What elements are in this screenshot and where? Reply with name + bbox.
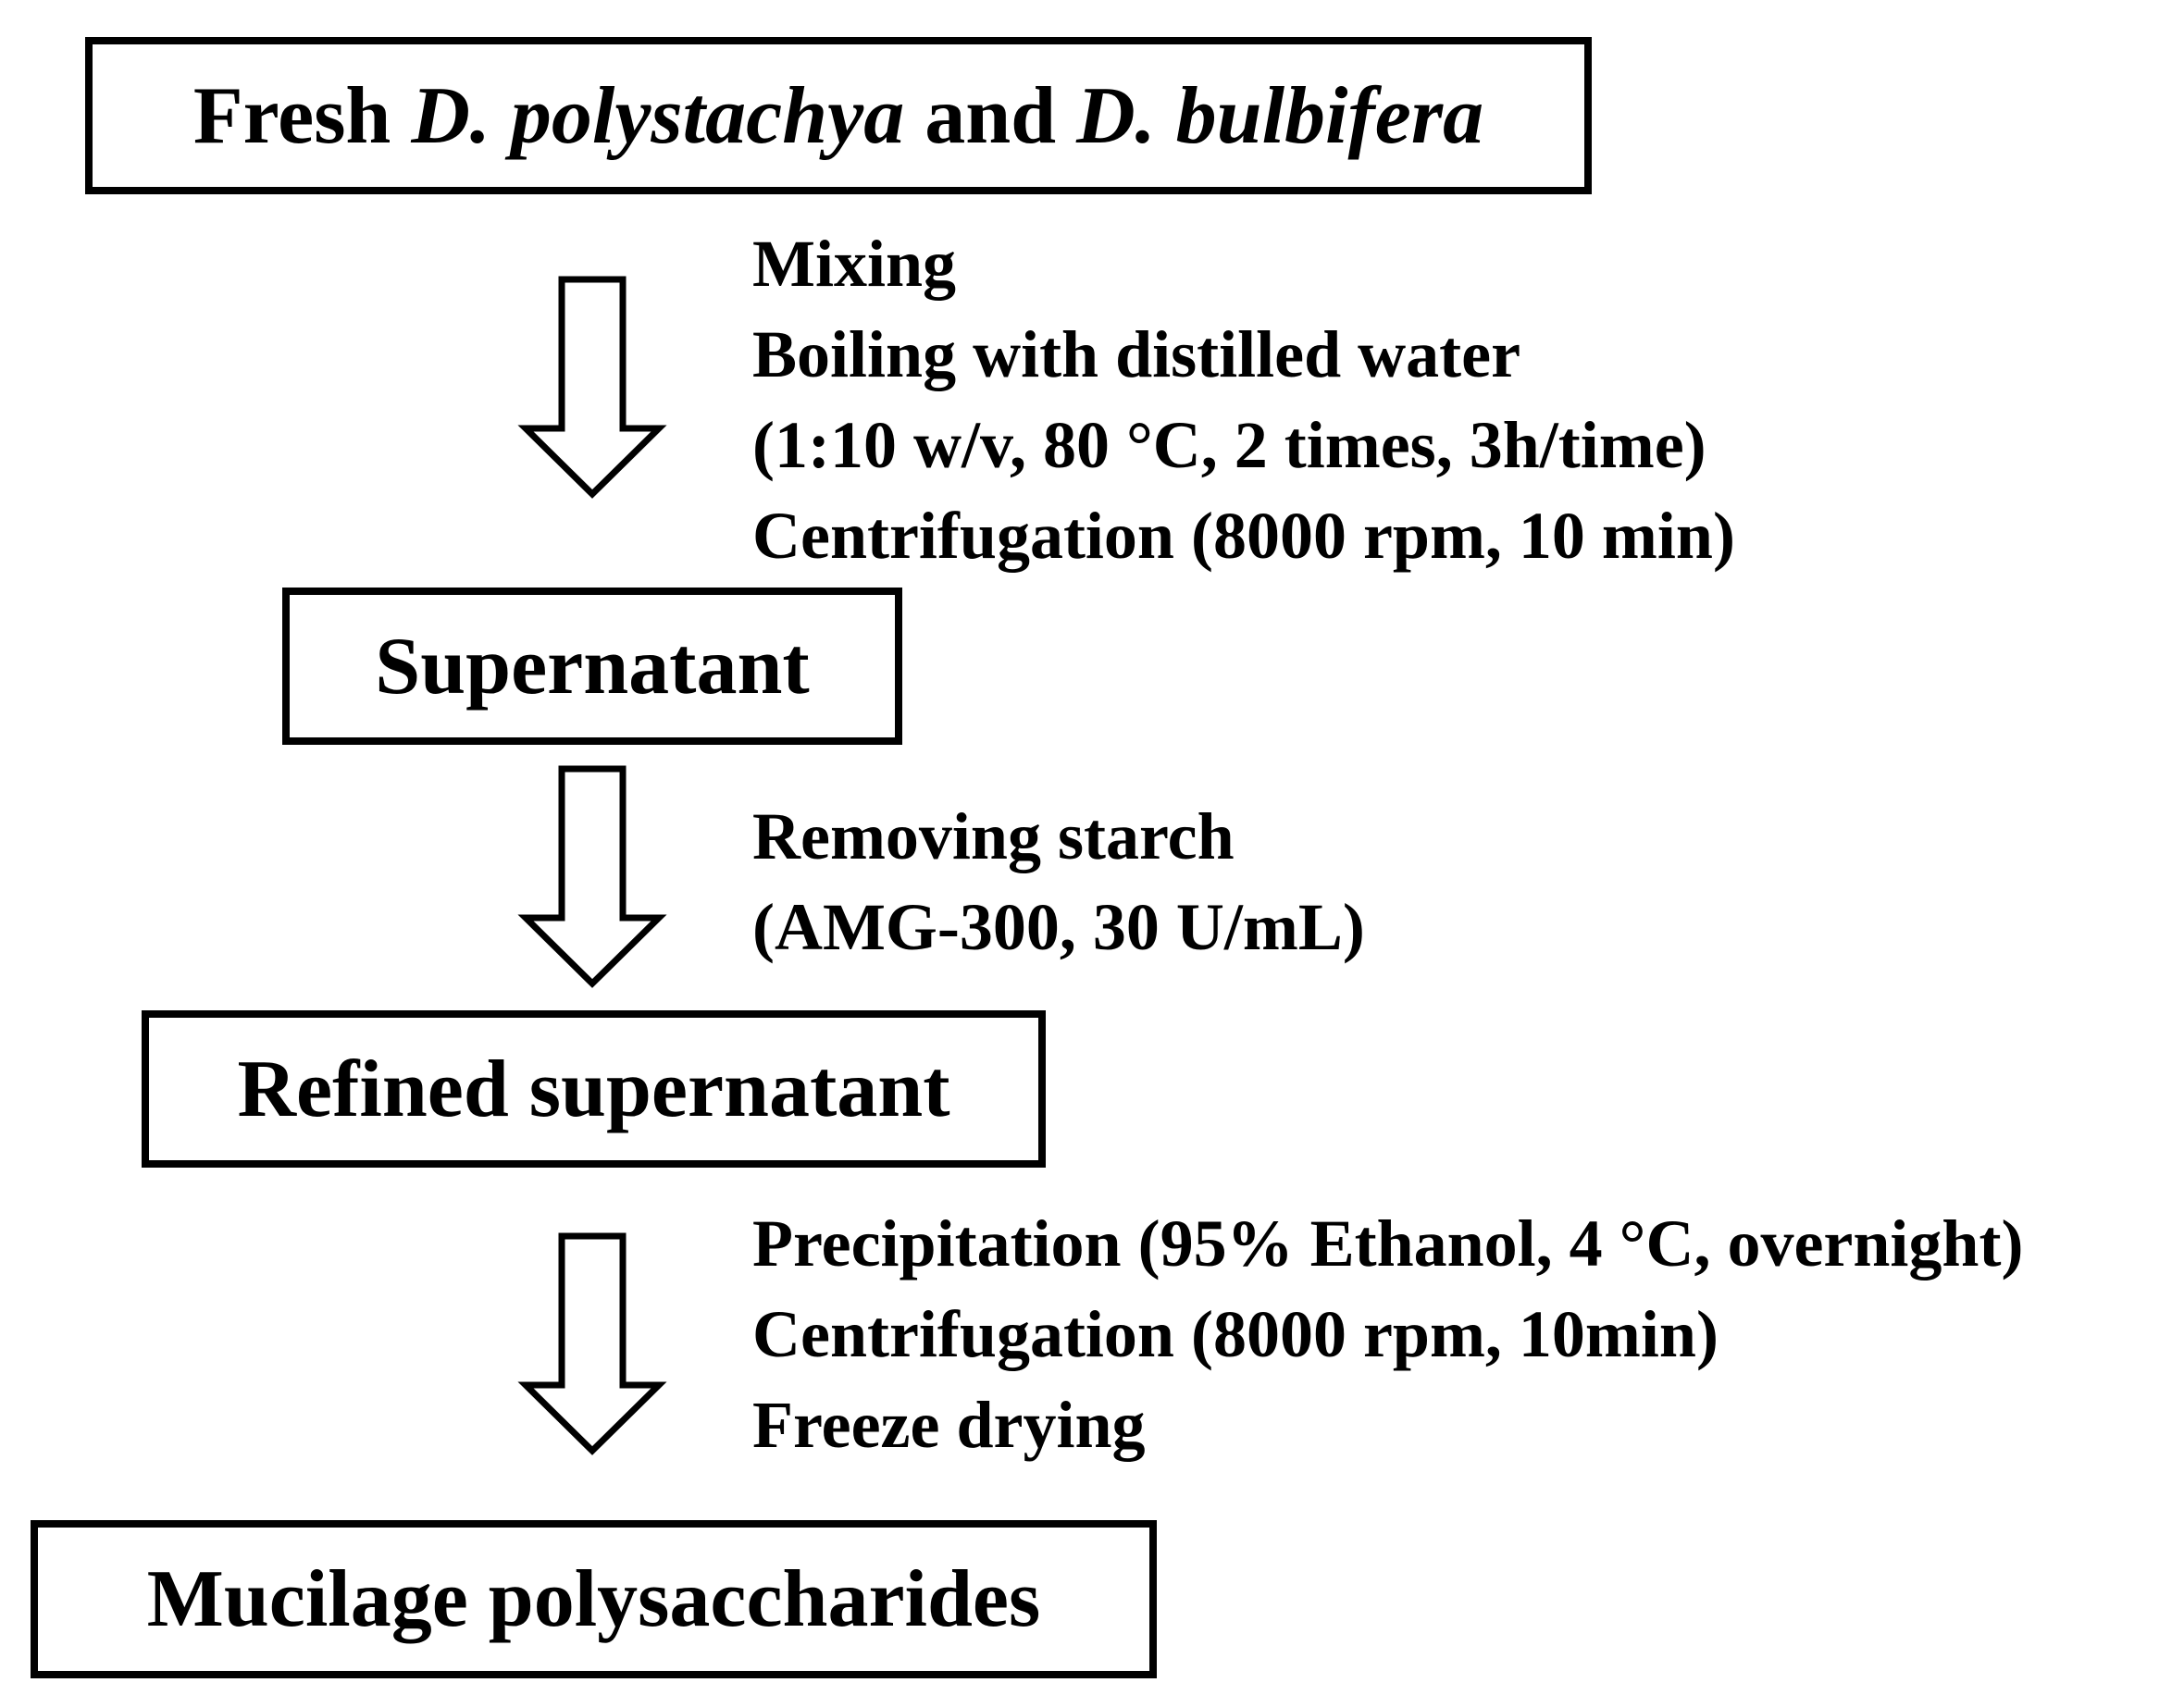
node-fresh-material: Fresh D. polystachya and D. bulbifera	[85, 37, 1592, 194]
step-line: Boiling with distilled water	[752, 317, 1521, 391]
down-arrow-icon	[517, 765, 667, 988]
node-mucilage-polysaccharides-label: Mucilage polysaccharides	[146, 1554, 1041, 1644]
down-arrow-icon	[517, 276, 667, 499]
step-starch-removal: Removing starch (AMG-300, 30 U/mL)	[752, 791, 1365, 972]
step-line: (AMG-300, 30 U/mL)	[752, 890, 1365, 964]
step-line: Freeze drying	[752, 1388, 1146, 1462]
step-line: (1:10 w/v, 80 °C, 2 times, 3h/time)	[752, 408, 1706, 482]
node-mucilage-polysaccharides: Mucilage polysaccharides	[31, 1520, 1157, 1678]
node-refined-supernatant-label: Refined supernatant	[237, 1044, 950, 1134]
step-extraction-conditions: Mixing Boiling with distilled water (1:1…	[752, 218, 1735, 581]
step-line: Removing starch	[752, 799, 1235, 873]
node-supernatant: Supernatant	[282, 588, 902, 745]
node-refined-supernatant: Refined supernatant	[142, 1010, 1046, 1168]
step-line: Precipitation (95% Ethanol, 4 °C, overni…	[752, 1206, 2024, 1281]
node-supernatant-label: Supernatant	[375, 621, 810, 711]
node-fresh-material-label: Fresh D. polystachya and D. bulbifera	[192, 70, 1484, 161]
down-arrow-icon	[517, 1232, 667, 1455]
step-precipitation-drying: Precipitation (95% Ethanol, 4 °C, overni…	[752, 1198, 2023, 1470]
step-line: Centrifugation (8000 rpm, 10 min)	[752, 499, 1735, 573]
step-line: Centrifugation (8000 rpm, 10min)	[752, 1297, 1719, 1371]
step-line: Mixing	[752, 227, 957, 301]
